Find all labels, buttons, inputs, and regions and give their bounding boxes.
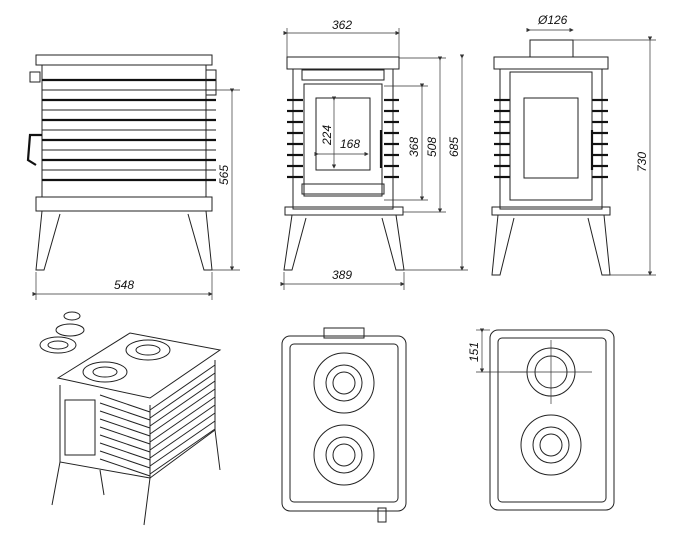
stripe-line bbox=[99, 402, 151, 421]
stripe-line bbox=[99, 458, 151, 477]
stripe-line bbox=[149, 420, 216, 467]
stripe-line bbox=[149, 412, 216, 459]
stripe-line bbox=[99, 442, 151, 461]
stripe-line bbox=[149, 380, 216, 427]
dim-glass-width: 168 bbox=[340, 137, 360, 151]
dim-body-height: 508 bbox=[425, 137, 439, 157]
dim-front-top-width: 362 bbox=[332, 18, 352, 32]
stripe-line bbox=[99, 418, 151, 437]
dim-rear-total-height: 730 bbox=[635, 152, 649, 172]
stripe-line bbox=[149, 372, 216, 419]
stripe-line bbox=[99, 434, 151, 453]
stripe-line bbox=[99, 450, 151, 469]
top-view-front bbox=[281, 327, 407, 523]
stripe-line bbox=[99, 410, 151, 429]
dim-front-total-height: 685 bbox=[447, 137, 461, 157]
dim-flue-diameter: Ø126 bbox=[537, 13, 568, 27]
dim-side-height: 565 bbox=[217, 165, 231, 185]
stripe-line bbox=[149, 364, 216, 411]
dim-front-base-width: 389 bbox=[332, 268, 352, 282]
isometric-view bbox=[39, 311, 222, 526]
rear-view: Ø126 730 bbox=[491, 13, 656, 276]
stripe-line bbox=[149, 404, 216, 451]
dim-side-width: 548 bbox=[114, 278, 134, 292]
stripe-line bbox=[99, 426, 151, 445]
side-view: 565 548 bbox=[26, 54, 240, 300]
dim-flue-offset: 151 bbox=[467, 342, 481, 362]
dim-door-height: 368 bbox=[407, 137, 421, 157]
front-view: 362 389 224 168 368 508 685 bbox=[280, 18, 468, 290]
dim-glass-height: 224 bbox=[320, 125, 334, 146]
top-view-rear: 151 bbox=[467, 328, 615, 511]
stripe-line bbox=[149, 396, 216, 443]
stripe-line bbox=[149, 388, 216, 435]
stripe-line bbox=[149, 428, 216, 475]
stripe-line bbox=[99, 394, 151, 413]
